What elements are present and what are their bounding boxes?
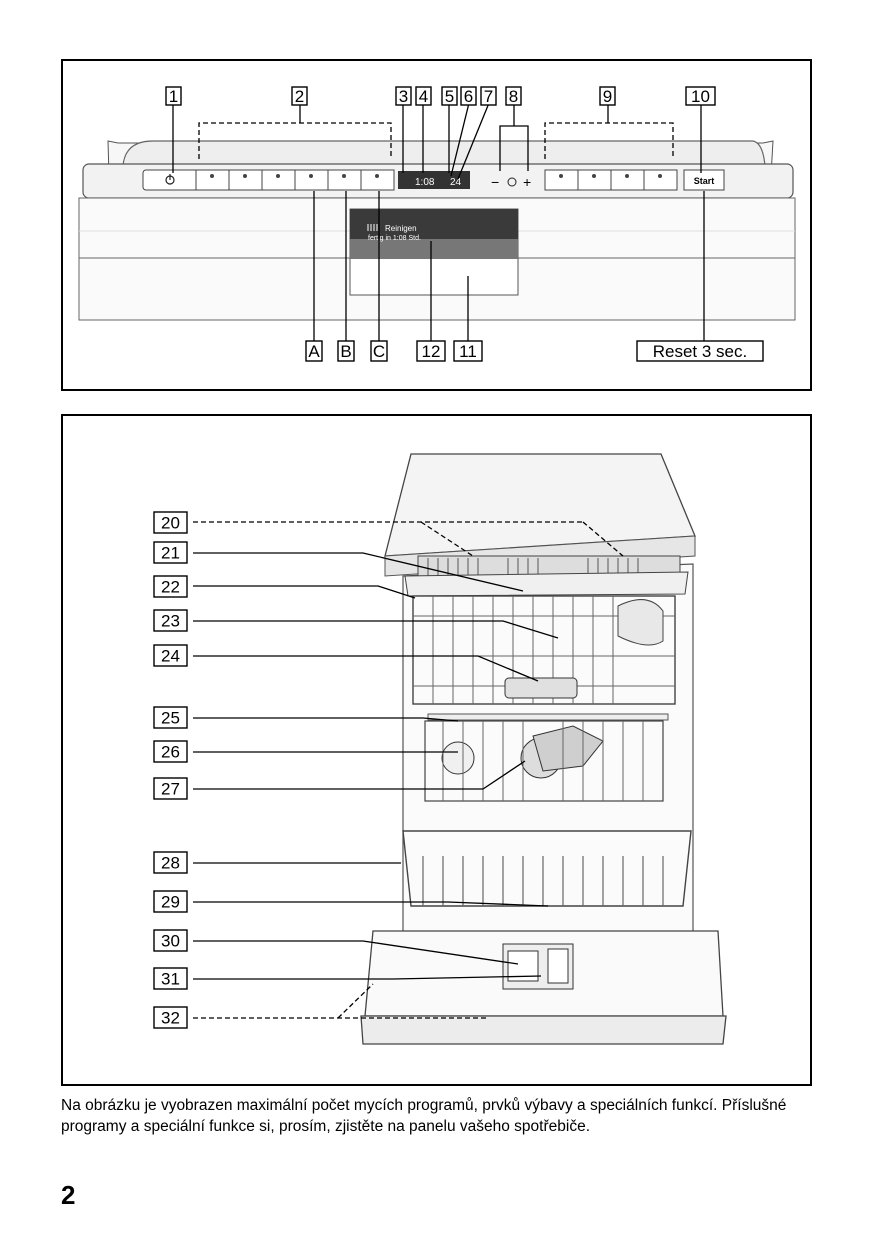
callout-1: 1 xyxy=(165,86,182,106)
power-button[interactable] xyxy=(142,169,199,191)
svg-text:7: 7 xyxy=(484,87,493,106)
callout-6: 6 xyxy=(460,86,477,106)
callout-31: 31 xyxy=(153,967,188,990)
callout-2: 2 xyxy=(291,86,308,106)
svg-text:26: 26 xyxy=(161,743,180,762)
callout-24: 24 xyxy=(153,644,188,667)
info-screen: Reinigen fertig in 1:08 Std. xyxy=(349,208,519,296)
svg-text:fertig in 1:08 Std.: fertig in 1:08 Std. xyxy=(368,235,421,242)
svg-text:28: 28 xyxy=(161,854,180,873)
callout-20: 20 xyxy=(153,511,188,534)
svg-text:1: 1 xyxy=(169,87,178,106)
callout-28: 28 xyxy=(153,851,188,874)
callout-5: 5 xyxy=(441,86,458,106)
svg-text:30: 30 xyxy=(161,932,180,951)
svg-text:25: 25 xyxy=(161,709,180,728)
svg-text:10: 10 xyxy=(691,87,710,106)
figure-caption: Na obrázku je vyobrazen maximální počet … xyxy=(61,1097,787,1135)
svg-text:B: B xyxy=(340,342,351,361)
svg-text:3: 3 xyxy=(399,87,408,106)
callout-9: 9 xyxy=(599,86,616,106)
program-buttons-right[interactable] xyxy=(544,169,678,191)
control-panel-figure: 1:08 24 − + Start xyxy=(61,59,812,391)
callout-A: A xyxy=(305,340,323,362)
svg-text:32: 32 xyxy=(161,1009,180,1028)
svg-text:C: C xyxy=(373,342,385,361)
svg-text:27: 27 xyxy=(161,780,180,799)
svg-text:6: 6 xyxy=(464,87,473,106)
control-panel-drawing: 1:08 24 − + Start xyxy=(78,86,796,362)
callout-B: B xyxy=(337,340,355,362)
callout-30: 30 xyxy=(153,929,188,952)
dishwasher-drawing: 20 21 22 23 24 25 26 27 28 29 30 31 32 xyxy=(153,453,727,1045)
svg-text:5: 5 xyxy=(445,87,454,106)
callout-4: 4 xyxy=(415,86,432,106)
svg-text:+: + xyxy=(523,174,531,190)
svg-text:24: 24 xyxy=(161,647,180,666)
callout-11: 11 xyxy=(453,340,483,362)
svg-text:A: A xyxy=(308,342,320,361)
time-display: 1:08 24 xyxy=(398,171,470,189)
callout-10: 10 xyxy=(685,86,716,106)
svg-text:21: 21 xyxy=(161,544,180,563)
callout-12: 12 xyxy=(416,340,446,362)
program-buttons-left[interactable] xyxy=(195,169,395,191)
callout-27: 27 xyxy=(153,777,188,800)
page-number: 2 xyxy=(61,1180,76,1210)
callout-C: C xyxy=(370,340,388,362)
svg-text:Reset 3 sec.: Reset 3 sec. xyxy=(653,342,748,361)
svg-text:31: 31 xyxy=(161,970,180,989)
svg-text:11: 11 xyxy=(459,342,477,361)
svg-text:24: 24 xyxy=(450,177,462,188)
svg-text:8: 8 xyxy=(509,87,518,106)
svg-text:29: 29 xyxy=(161,893,180,912)
callout-3: 3 xyxy=(395,86,412,106)
svg-text:20: 20 xyxy=(161,514,180,533)
svg-text:23: 23 xyxy=(161,612,180,631)
callout-21: 21 xyxy=(153,541,188,564)
svg-text:Start: Start xyxy=(694,176,715,186)
time-adjust-buttons[interactable]: − + xyxy=(491,174,531,190)
svg-text:9: 9 xyxy=(603,87,612,106)
start-button[interactable]: Start xyxy=(683,169,725,191)
reset-label: Reset 3 sec. xyxy=(636,340,764,362)
callout-25: 25 xyxy=(153,706,188,729)
callout-32: 32 xyxy=(153,1006,188,1029)
svg-text:1:08: 1:08 xyxy=(415,177,435,188)
callout-8: 8 xyxy=(505,86,522,106)
callout-7: 7 xyxy=(480,86,497,106)
svg-text:2: 2 xyxy=(295,87,304,106)
dishwasher-figure: 20 21 22 23 24 25 26 27 28 29 30 31 32 xyxy=(61,414,812,1086)
svg-text:Reinigen: Reinigen xyxy=(385,224,417,233)
svg-text:22: 22 xyxy=(161,578,180,597)
callout-22: 22 xyxy=(153,575,188,598)
callout-23: 23 xyxy=(153,609,188,632)
svg-text:−: − xyxy=(491,174,499,190)
clock-icon xyxy=(507,177,517,187)
callout-29: 29 xyxy=(153,890,188,913)
callout-26: 26 xyxy=(153,740,188,763)
svg-text:12: 12 xyxy=(422,342,441,361)
svg-text:4: 4 xyxy=(419,87,428,106)
